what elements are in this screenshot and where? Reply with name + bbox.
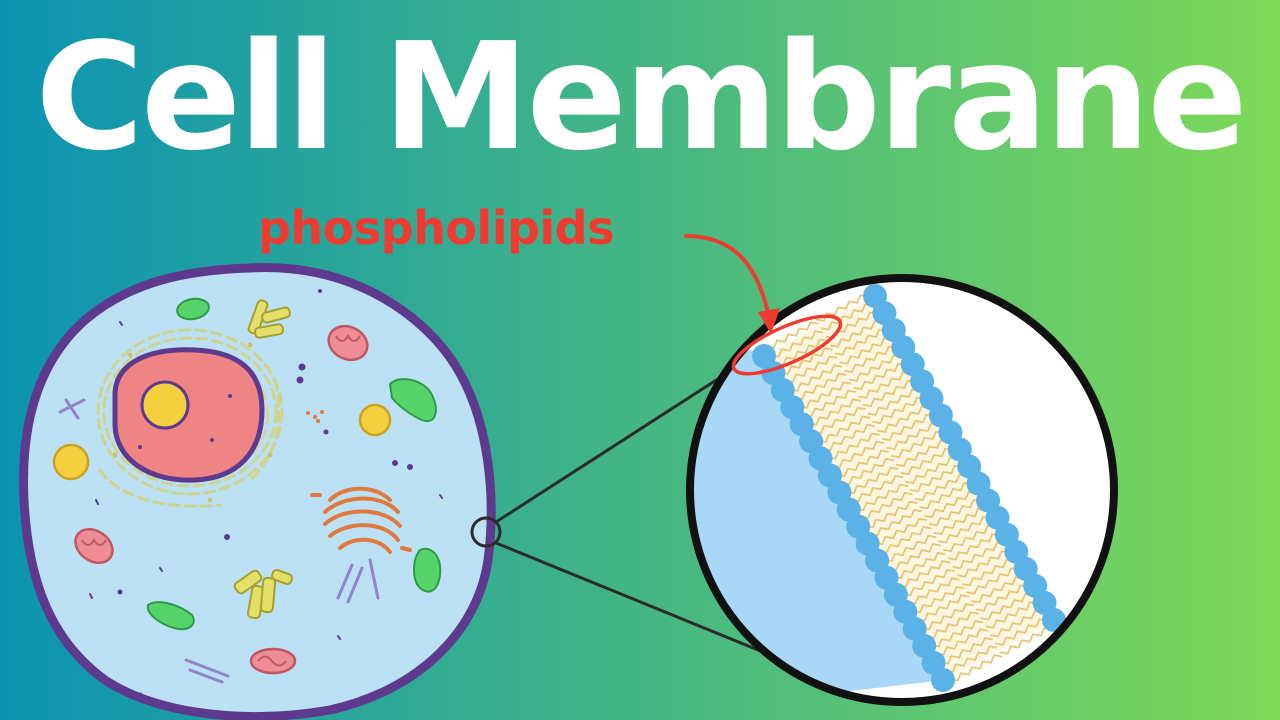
zoom-connector-lines: [495, 366, 764, 654]
vesicle-green-2: [388, 378, 437, 423]
lipid-tail: [938, 510, 995, 544]
nucleus: [112, 347, 265, 483]
er-dots: [112, 342, 273, 503]
vesicle-green-3: [413, 547, 442, 593]
zoom-source-circle: [470, 516, 502, 548]
lipid-tail: [909, 459, 967, 493]
lipid-tail-band: [765, 295, 1055, 680]
zoom-circle-outline: [686, 274, 1118, 706]
lipid-tail: [862, 374, 920, 408]
phospholipid-heads: [752, 284, 1066, 692]
phospholipids-label: phospholipids: [258, 201, 614, 255]
animal-cell: [19, 262, 502, 720]
centriole-1: [247, 299, 291, 339]
lipid-tail: [975, 578, 1033, 612]
lysosome-2: [358, 403, 392, 437]
lipid-tail: [860, 500, 918, 534]
lipid-tail: [785, 364, 843, 398]
zoom-cytoplasm: [690, 300, 945, 702]
lipid-tail: [853, 357, 910, 391]
lipid-tail: [891, 425, 948, 459]
lipid-tail: [813, 415, 871, 449]
lipid-tail: [945, 654, 1003, 687]
ribosomes: [117, 289, 413, 698]
lipid-tail: [870, 517, 927, 551]
lipid-tail: [851, 483, 909, 517]
vesicle-green-1: [176, 297, 210, 321]
centriole-2: [233, 569, 293, 620]
phospholipid-highlight: [731, 314, 843, 376]
lipid-tail: [947, 527, 1005, 561]
membrane-zoom: [686, 274, 1118, 706]
mitochondrion-1: [327, 324, 369, 362]
lipid-tail: [900, 442, 958, 476]
lipid-tail: [994, 613, 1052, 646]
lipid-tail: [766, 330, 824, 363]
chromatin-dots: [138, 394, 232, 449]
lipid-tail: [832, 449, 890, 483]
nucleolus: [140, 380, 190, 430]
lipid-tail: [898, 568, 956, 602]
orange-granules: [306, 410, 324, 423]
lipid-tail: [776, 347, 833, 381]
small-dashes: [89, 321, 443, 640]
cytoskeleton-fibers: [58, 398, 380, 684]
mitochondrion-2: [74, 527, 114, 565]
golgi-apparatus: [310, 486, 412, 554]
lipid-tail: [917, 602, 974, 636]
annotation-arrowhead: [758, 308, 780, 334]
lipid-tail: [928, 493, 986, 527]
annotation-arrow: [684, 234, 772, 324]
lysosome-1: [52, 443, 90, 481]
lipid-tail: [823, 432, 880, 466]
lipid-tail: [908, 585, 965, 619]
lipid-tail: [804, 398, 861, 432]
vesicle-green-4: [146, 601, 195, 631]
lipid-tail: [957, 544, 1014, 578]
lipid-tail: [985, 595, 1042, 629]
mitochondrion-3: [249, 647, 297, 675]
phospholipid-head-inner: [931, 668, 955, 692]
page-title: Cell Membrane: [35, 11, 1247, 183]
lipid-tail: [844, 340, 901, 374]
